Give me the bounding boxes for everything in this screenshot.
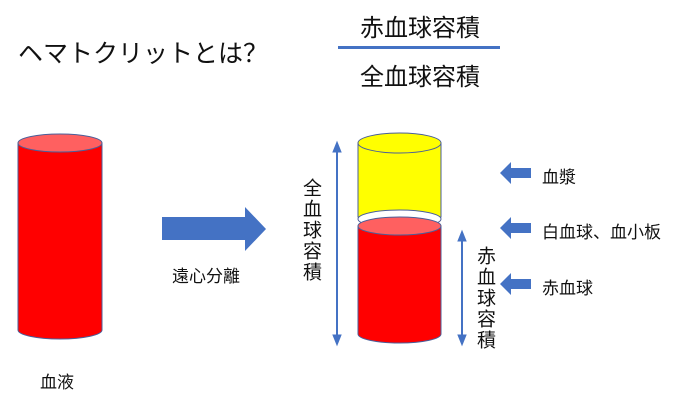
blood-tube [17,133,103,340]
formula-numerator: 赤血球容積 [360,14,480,42]
rbc-volume-arrow [457,229,467,347]
plasma-label: 血漿 [542,168,576,188]
left-arrow-icon [500,273,531,295]
total-volume-arrow [332,140,342,347]
page-title: ヘマトクリットとは？ [18,39,269,68]
rbc-label: 赤血球 [542,279,593,299]
left-arrow-icon [500,217,531,239]
rbc-volume-label: 赤血球容積 [474,246,496,351]
left-arrow-icon [500,162,531,184]
centrifuge-label: 遠心分離 [172,267,240,287]
right-arrow-icon [162,207,266,251]
fraction-line [338,46,500,49]
separated-tube [357,132,442,344]
formula-denominator: 全血球容積 [360,63,480,91]
wbc-platelets-label: 白血球、血小板 [542,223,661,243]
blood-label: 血液 [40,373,74,393]
total-volume-label: 全血球容積 [300,178,322,283]
